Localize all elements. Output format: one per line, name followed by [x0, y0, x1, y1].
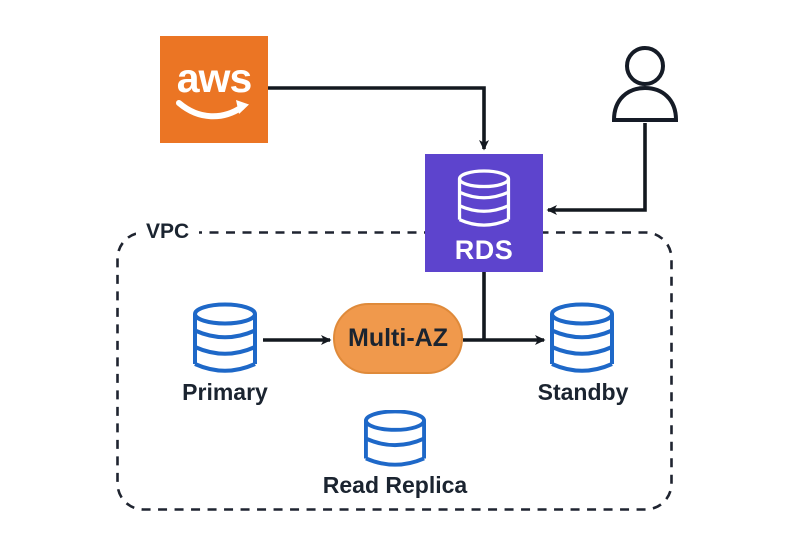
aws-smile-icon — [176, 99, 249, 119]
multi-az-node: Multi-AZ — [333, 303, 463, 374]
read-replica-database-icon — [364, 410, 426, 467]
aws-logo: aws — [160, 36, 268, 143]
aws-wordmark: aws — [176, 54, 252, 101]
multi-az-label: Multi-AZ — [348, 324, 448, 352]
connector-aws-to-rds — [268, 86, 489, 151]
vpc-label: VPC — [136, 219, 200, 245]
read-replica-label: Read Replica — [322, 472, 468, 498]
rds-label: RDS — [454, 235, 514, 265]
vpc-boundary — [116, 231, 673, 511]
primary-database-icon — [193, 302, 257, 373]
rds-node: RDS — [425, 154, 543, 272]
standby-database-icon — [550, 302, 614, 373]
connector-user-to-rds — [546, 123, 647, 215]
standby-label: Standby — [537, 379, 629, 405]
primary-label: Primary — [182, 379, 268, 405]
rds-database-icon — [457, 169, 511, 227]
user-icon — [611, 46, 679, 122]
